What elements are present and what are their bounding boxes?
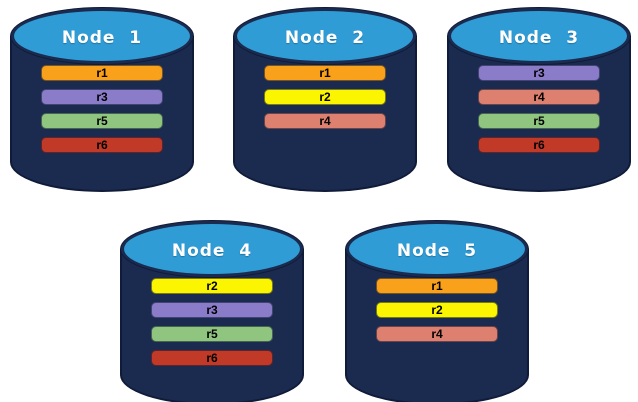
db-cylinder-top: Node 4 — [121, 221, 303, 277]
db-cylinder-top: Node 5 — [346, 221, 528, 277]
replica-bar-r1: r1 — [376, 278, 498, 294]
replica-bar-r1: r1 — [264, 65, 386, 81]
replica-bar-r4: r4 — [264, 113, 386, 129]
replica-list: r3 r4 r5 r6 — [478, 65, 600, 153]
replica-bar-r4: r4 — [478, 89, 600, 105]
replica-bar-r6: r6 — [478, 137, 600, 153]
db-cylinder-top: Node 2 — [234, 8, 416, 64]
node-label: Node 1 — [61, 27, 143, 48]
replica-bar-r5: r5 — [41, 113, 163, 129]
replica-list: r1 r2 r4 — [376, 278, 498, 342]
replica-bar-r2: r2 — [151, 278, 273, 294]
replica-bar-r1: r1 — [41, 65, 163, 81]
replica-bar-r5: r5 — [151, 326, 273, 342]
replica-bar-r4: r4 — [376, 326, 498, 342]
replica-bar-r3: r3 — [478, 65, 600, 81]
replica-bar-r2: r2 — [376, 302, 498, 318]
replica-list: r1 r2 r4 — [264, 65, 386, 129]
replica-bar-r5: r5 — [478, 113, 600, 129]
db-cylinder-top: Node 3 — [448, 8, 630, 64]
node-label: Node 5 — [396, 240, 478, 261]
replica-list: r1 r3 r5 r6 — [41, 65, 163, 153]
replica-bar-r3: r3 — [41, 89, 163, 105]
replica-list: r2 r3 r5 r6 — [151, 278, 273, 366]
db-node-3: Node 3 r3 r4 r5 r6 — [447, 8, 631, 192]
node-label: Node 3 — [498, 27, 580, 48]
db-node-2: Node 2 r1 r2 r4 — [233, 8, 417, 192]
replica-bar-r6: r6 — [151, 350, 273, 366]
db-cylinder-top: Node 1 — [11, 8, 193, 64]
db-node-5: Node 5 r1 r2 r4 — [345, 221, 529, 402]
node-label: Node 4 — [171, 240, 253, 261]
replica-bar-r6: r6 — [41, 137, 163, 153]
node-label: Node 2 — [284, 27, 366, 48]
db-node-4: Node 4 r2 r3 r5 r6 — [120, 221, 304, 402]
replica-bar-r2: r2 — [264, 89, 386, 105]
replica-bar-r3: r3 — [151, 302, 273, 318]
db-node-1: Node 1 r1 r3 r5 r6 — [10, 8, 194, 192]
